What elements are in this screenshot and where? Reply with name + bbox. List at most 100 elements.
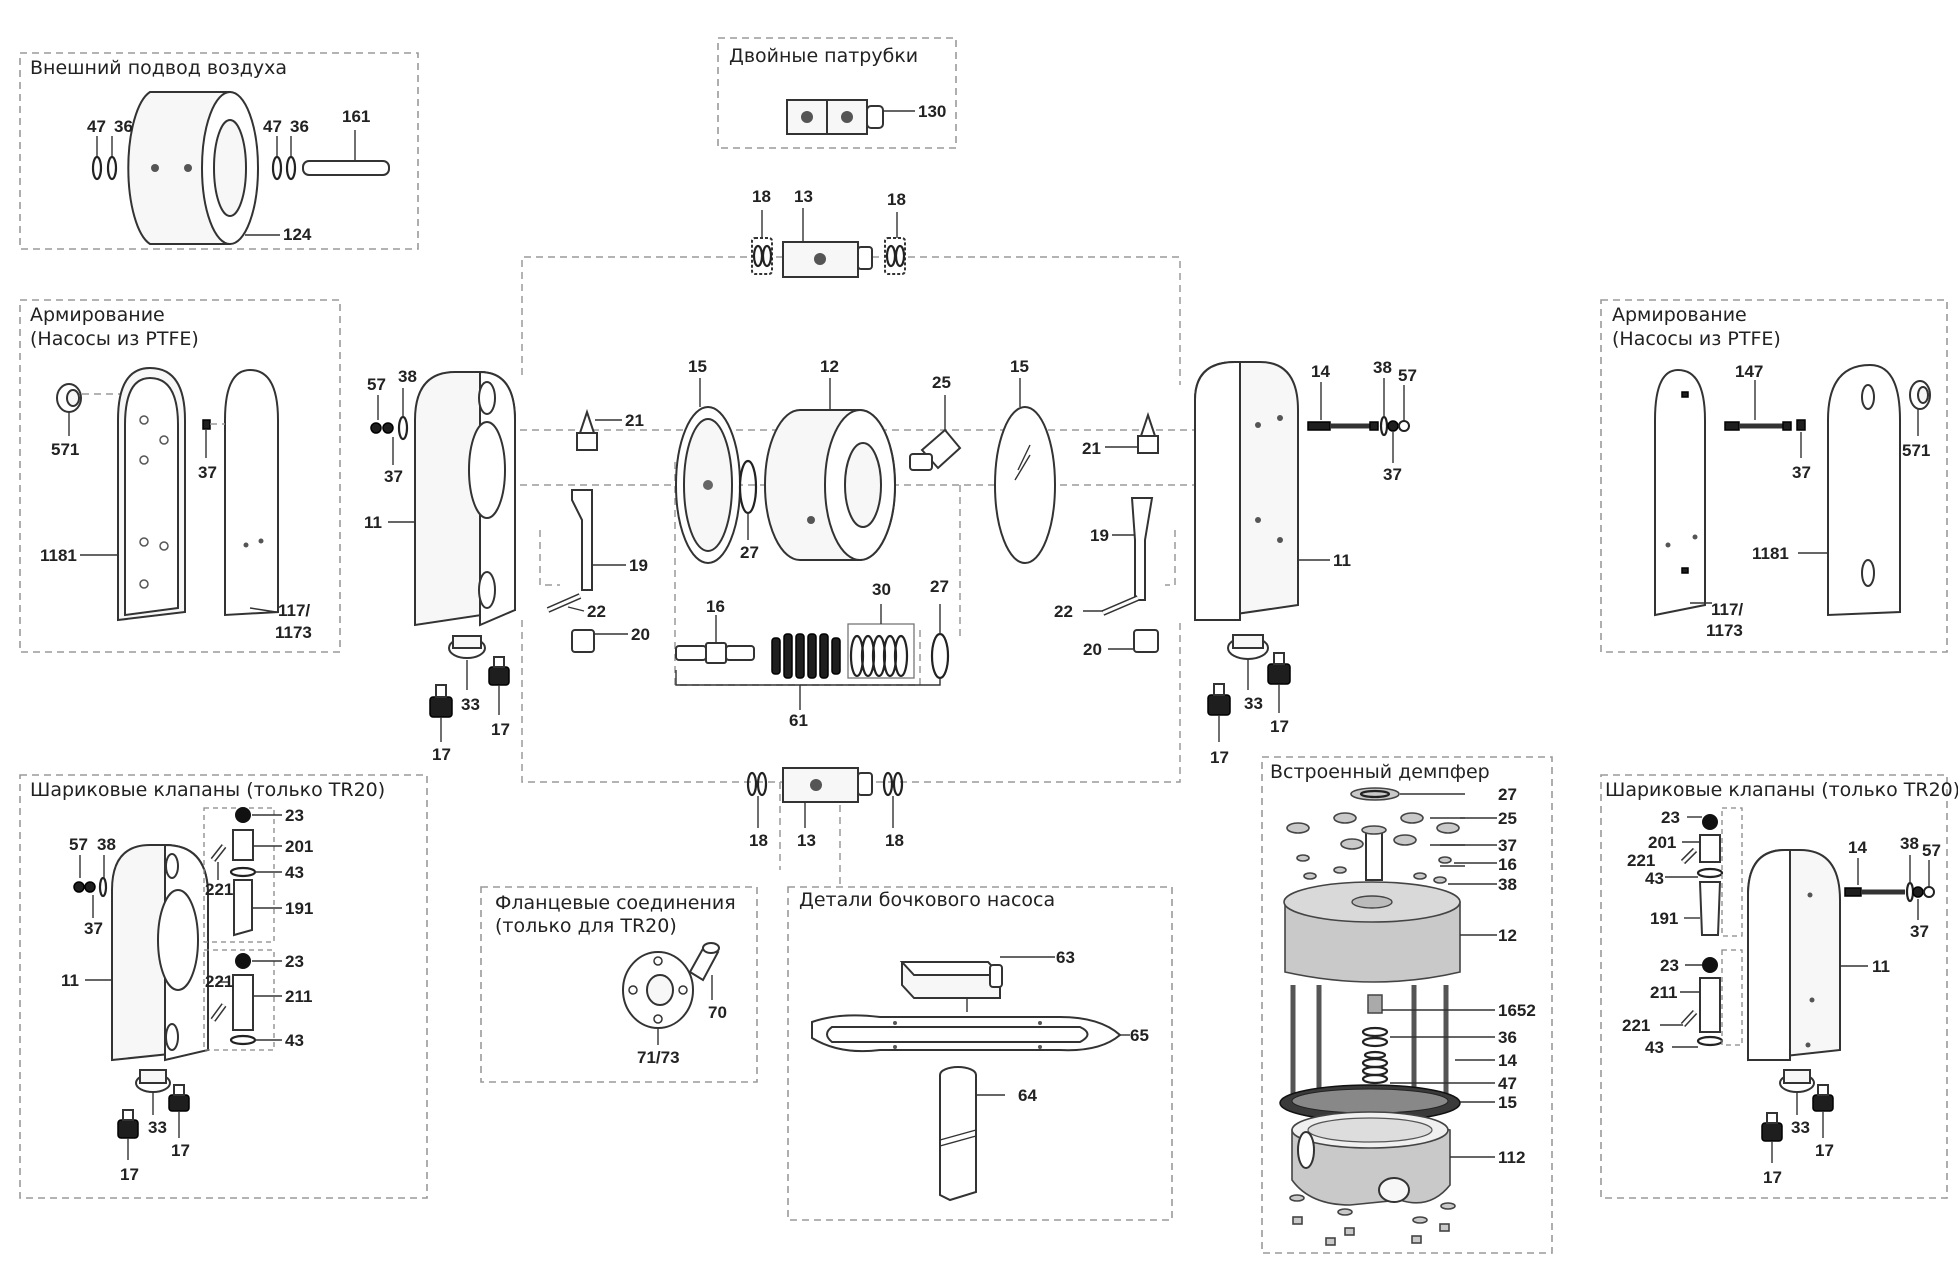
label-33-right: 33 <box>1244 694 1263 713</box>
label-1181-right: 1181 <box>1752 544 1789 563</box>
label-22-right: 22 <box>1054 602 1073 621</box>
label-70: 70 <box>708 1003 727 1022</box>
reinforcement-right-subtitle: (Насосы из PTFE) <box>1612 328 1781 350</box>
bottom-port-assembly <box>746 767 904 828</box>
label-37-bvl: 37 <box>84 919 103 938</box>
label-112: 112 <box>1498 1148 1525 1167</box>
label-11-right: 11 <box>1333 551 1351 570</box>
label-16-damper: 16 <box>1498 855 1517 874</box>
right-housing-assembly <box>1083 361 1410 742</box>
label-57-bvl: 57 <box>69 835 88 854</box>
label-18-top-right: 18 <box>887 190 906 209</box>
label-64: 64 <box>1018 1086 1037 1105</box>
label-57-left: 57 <box>367 375 386 394</box>
label-43-bvr-a: 43 <box>1645 869 1664 888</box>
label-191-bvr: 191 <box>1650 909 1678 928</box>
pin-frame-left <box>539 530 560 586</box>
label-20-right: 20 <box>1083 640 1102 659</box>
label-18-bottom-left: 18 <box>749 831 768 850</box>
flange-subtitle: (только для TR20) <box>495 915 677 937</box>
reinforcement-left-title: Армирование <box>30 304 165 326</box>
ball-valves-left-box <box>19 774 428 1199</box>
label-201-bvl: 201 <box>285 837 313 856</box>
label-23-bvr-b: 23 <box>1660 956 1679 975</box>
pin-frame-right <box>1165 530 1176 586</box>
label-211-bvl: 211 <box>285 987 312 1006</box>
label-43-bvr-b: 43 <box>1645 1038 1664 1057</box>
ball-valves-left-assembly <box>73 807 282 1160</box>
ball-valves-right-assembly <box>1660 807 1935 1163</box>
label-22-left: 22 <box>587 602 606 621</box>
label-17-bvr-a: 17 <box>1763 1168 1782 1187</box>
drum-pump-title: Детали бочкового насоса <box>799 889 1055 911</box>
top-port-assembly <box>751 208 906 278</box>
ball-valves-left-title: Шариковые клапаны (только TR20) <box>30 779 385 801</box>
label-43-bvl-a: 43 <box>285 863 304 882</box>
flange-assembly <box>622 942 720 1045</box>
label-14-right: 14 <box>1311 362 1330 381</box>
label-11-bvl: 11 <box>61 971 79 990</box>
label-13-top: 13 <box>794 187 813 206</box>
label-38-damper: 38 <box>1498 875 1517 894</box>
reinforcement-right-box <box>1600 299 1948 653</box>
label-12: 12 <box>820 357 839 376</box>
damper-box <box>1261 756 1553 1254</box>
flange-title: Фланцевые соединения <box>495 892 736 914</box>
reinforcement-left-box <box>19 299 341 653</box>
label-33-bvl: 33 <box>148 1118 167 1137</box>
label-15-damper: 15 <box>1498 1093 1517 1112</box>
label-18-top-left: 18 <box>752 187 771 206</box>
label-211-bvr: 211 <box>1650 983 1677 1002</box>
external-air-assembly <box>91 91 390 245</box>
label-57-bvr: 57 <box>1922 841 1941 860</box>
label-221-bvr-b: 221 <box>1622 1016 1650 1035</box>
ball-valves-right-box <box>1600 774 1948 1199</box>
label-221-bvr-a: 221 <box>1627 851 1655 870</box>
label-71-73: 71/73 <box>637 1048 680 1067</box>
label-37-damper: 37 <box>1498 836 1517 855</box>
external-air-box <box>19 52 419 250</box>
label-12-damper: 12 <box>1498 926 1517 945</box>
label-38-right: 38 <box>1373 358 1392 377</box>
label-571-right: 571 <box>1902 441 1930 460</box>
label-571-left: 571 <box>51 440 79 459</box>
label-1173-left: 1173 <box>275 623 312 642</box>
ball-valves-right-title: Шариковые клапаны (только TR20) <box>1605 779 1958 801</box>
label-124: 124 <box>283 225 312 244</box>
label-23-bvl-b: 23 <box>285 952 304 971</box>
damper-title: Встроенный демпфер <box>1270 761 1490 783</box>
label-147: 147 <box>1735 362 1763 381</box>
double-ports-assembly <box>786 99 915 135</box>
label-11-left: 11 <box>364 513 382 532</box>
label-17-bvr-b: 17 <box>1815 1141 1834 1160</box>
label-33-bvr: 33 <box>1791 1118 1810 1137</box>
label-63: 63 <box>1056 948 1075 967</box>
label-1652: 1652 <box>1498 1001 1536 1020</box>
label-19-right: 19 <box>1090 526 1109 545</box>
left-housing-assembly <box>370 370 628 742</box>
label-13-bottom: 13 <box>797 831 816 850</box>
label-37-left: 37 <box>384 467 403 486</box>
label-130: 130 <box>918 102 946 121</box>
label-36-damper: 36 <box>1498 1028 1517 1047</box>
label-17-right-a: 17 <box>1210 748 1229 767</box>
label-16: 16 <box>706 597 725 616</box>
label-221-bvl-b: 221 <box>205 972 233 991</box>
label-23-bvr-a: 23 <box>1661 808 1680 827</box>
label-38-bvr: 38 <box>1900 834 1919 853</box>
label-61: 61 <box>789 711 808 730</box>
drum-pump-box <box>787 886 1173 1221</box>
label-17-bvl-a: 17 <box>120 1165 139 1184</box>
label-161: 161 <box>342 107 370 126</box>
reinforcement-right-title: Армирование <box>1612 304 1747 326</box>
label-14-damper: 14 <box>1498 1051 1517 1070</box>
label-27-damper: 27 <box>1498 785 1517 804</box>
label-11-bvr: 11 <box>1872 957 1890 976</box>
label-38-bvl: 38 <box>97 835 116 854</box>
label-25: 25 <box>932 373 951 392</box>
label-1173-right: 1173 <box>1706 621 1743 640</box>
label-221-bvl-a: 221 <box>205 880 233 899</box>
label-117-left: 117/ <box>278 601 310 620</box>
label-37-rr: 37 <box>1792 463 1811 482</box>
